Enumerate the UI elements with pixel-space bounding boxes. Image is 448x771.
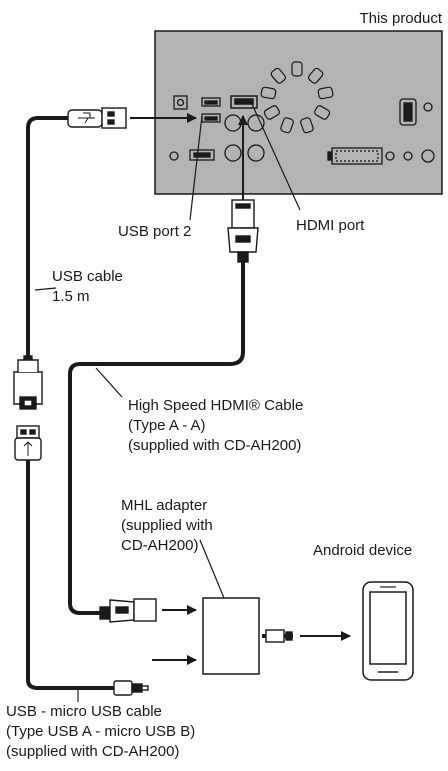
label-micro-usb-cable: USB - micro USB cable (Type USB A - micr…: [6, 702, 195, 762]
micro-usb-plug-icon: [113, 680, 149, 696]
label-hdmi-cable: High Speed HDMI® Cable (Type A - A) (sup…: [128, 396, 303, 456]
usb-cable-length: 1.5 m: [52, 288, 90, 305]
mhl-adapter-icon: [202, 597, 260, 675]
hdmi-port: [230, 95, 258, 109]
micro-usb-cable-name: USB - micro USB cable: [6, 703, 162, 720]
label-mhl-adapter: MHL adapter (supplied with CD-AH200): [121, 496, 213, 556]
label-usb-cable: USB cable 1.5 m: [52, 267, 123, 307]
usb-extension-icon: [13, 355, 43, 410]
hdmi-cable-supplied: (supplied with CD-AH200): [128, 437, 302, 454]
fan-vent: [260, 61, 334, 134]
micro-usb-cable-supplied: (supplied with CD-AH200): [6, 743, 180, 760]
mhl-adapter-supplied-2: CD-AH200): [121, 537, 199, 554]
micro-usb-cable-type: (Type USB A - micro USB B): [6, 723, 196, 740]
label-android-device: Android device: [313, 542, 413, 559]
hdmi-plug-lower-icon: [99, 598, 157, 623]
hdmi-cable-name: High Speed HDMI® Cable: [128, 397, 304, 414]
android-device-icon: [362, 581, 414, 681]
wiring-connector: [327, 147, 383, 165]
usb-plug-icon: [67, 107, 127, 129]
phone-cable-plugs: [265, 629, 293, 643]
hdmi-cable-type: (Type A - A): [128, 417, 206, 434]
mhl-adapter-name: MHL adapter: [121, 497, 208, 514]
label-this-product: This product: [359, 10, 442, 27]
label-usb-port-2: USB port 2: [118, 223, 192, 240]
hdmi-plug-icon: [227, 199, 259, 263]
arrows: [130, 113, 351, 665]
usb-plug-lower-icon: [14, 425, 42, 461]
product-rear-panel: [154, 30, 443, 195]
small-connector: [189, 149, 215, 161]
label-hdmi-port: HDMI port: [296, 217, 365, 234]
rca-jacks: [169, 102, 435, 163]
usb-cable-name: USB cable: [52, 268, 123, 285]
mhl-adapter-supplied-1: (supplied with: [121, 517, 213, 534]
antenna-jack: [173, 95, 188, 110]
aux-connector: [399, 98, 417, 126]
